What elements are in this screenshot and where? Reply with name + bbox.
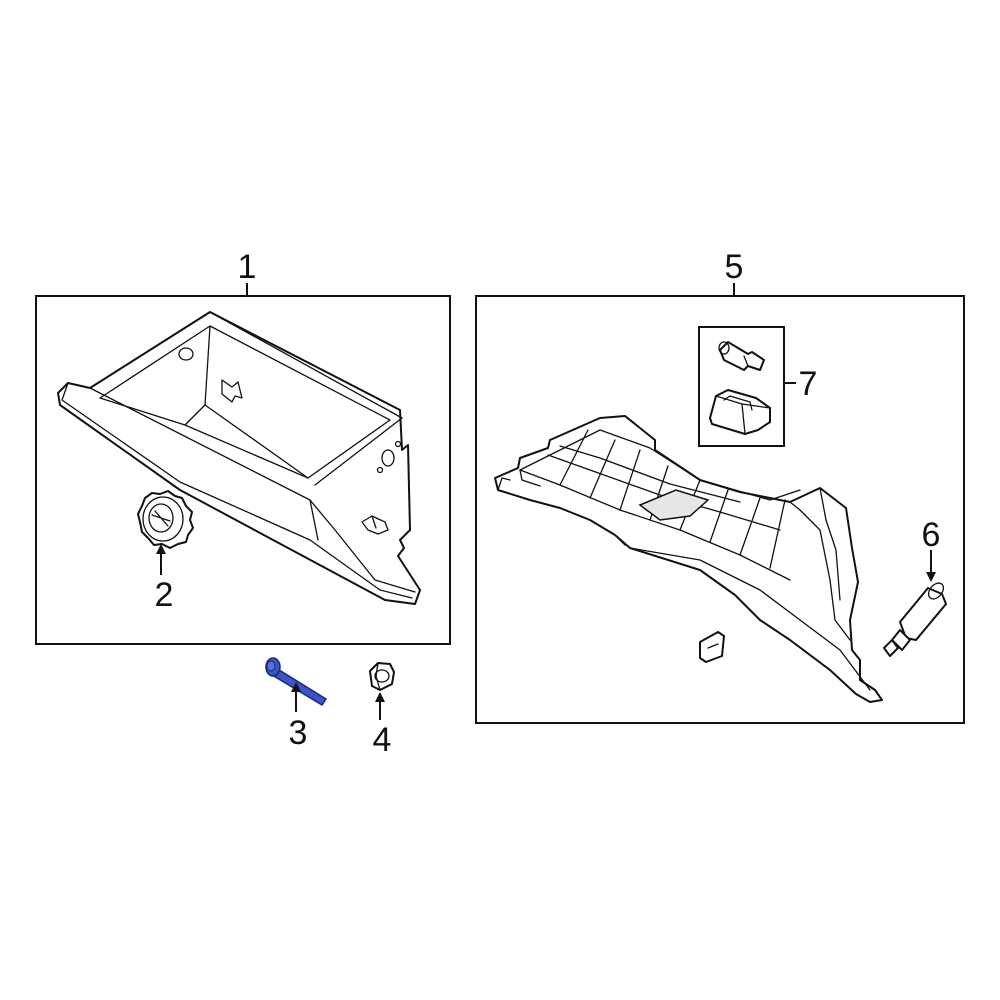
callout-3-arrowhead	[291, 682, 301, 692]
left-group-frame	[35, 295, 451, 645]
clip-block[interactable]	[709, 389, 771, 435]
glove-box-bin[interactable]	[57, 311, 421, 605]
group-box-right: 5 7	[475, 248, 965, 724]
group-box-left: 1	[35, 248, 451, 645]
callout-2-arrowhead	[156, 544, 166, 554]
callout-7[interactable]: 7	[799, 365, 818, 403]
small-clip[interactable]	[699, 631, 725, 663]
callout-1[interactable]: 1	[238, 248, 257, 286]
callout-6[interactable]: 6	[922, 516, 941, 554]
bolt-highlighted[interactable]	[265, 657, 328, 707]
right-group-frame	[475, 295, 965, 724]
lock-cylinder[interactable]	[137, 490, 194, 549]
nut[interactable]	[369, 662, 395, 691]
glove-box-housing[interactable]	[494, 415, 883, 703]
callout-6-arrowhead	[926, 572, 936, 582]
damper[interactable]	[883, 580, 947, 657]
inset-frame-7	[698, 326, 785, 447]
callout-3[interactable]: 3	[289, 714, 308, 752]
callout-2[interactable]: 2	[155, 576, 174, 614]
callout-4[interactable]: 4	[373, 721, 392, 759]
callout-5[interactable]: 5	[725, 248, 744, 286]
callout-4-arrowhead	[375, 692, 385, 702]
bumper-pin[interactable]	[718, 341, 765, 371]
